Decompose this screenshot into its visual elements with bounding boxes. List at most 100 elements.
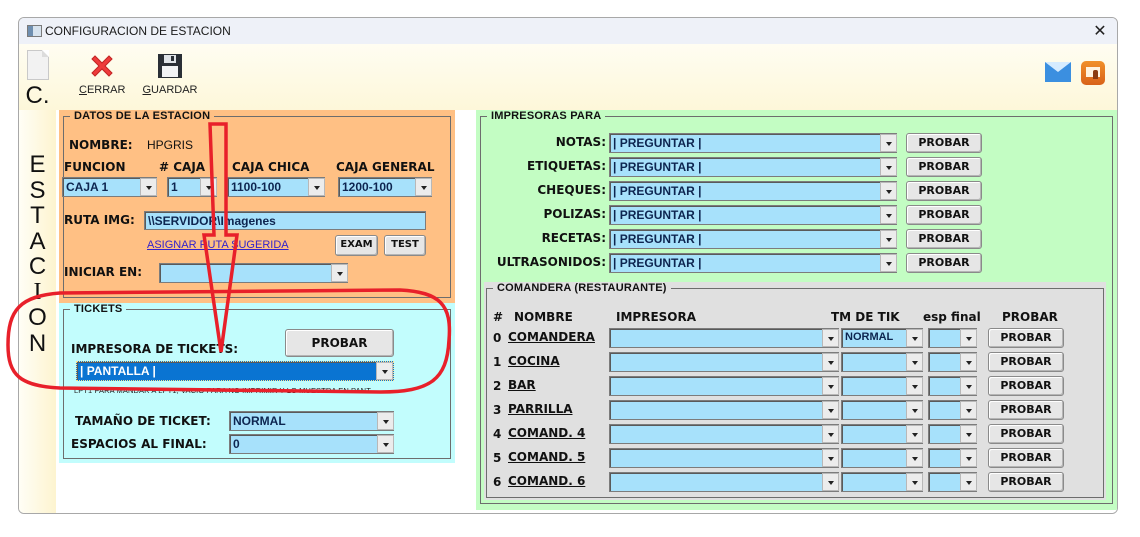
- comandera-tm-select[interactable]: NORMAL: [841, 328, 923, 348]
- comandera-row-nombre[interactable]: COMAND. 4: [508, 426, 586, 440]
- impresora-select[interactable]: | PREGUNTAR |: [609, 157, 897, 177]
- chevron-down-icon[interactable]: [880, 254, 897, 272]
- exam-button[interactable]: EXAM: [335, 235, 378, 256]
- chevron-down-icon[interactable]: [960, 353, 977, 371]
- chevron-down-icon[interactable]: [880, 134, 897, 152]
- comandera-impresora-select[interactable]: [609, 376, 839, 396]
- comandera-esp-select[interactable]: [928, 400, 977, 420]
- chevron-down-icon[interactable]: [822, 353, 839, 371]
- comandera-impresora-select[interactable]: [609, 328, 839, 348]
- chevron-down-icon[interactable]: [880, 182, 897, 200]
- chevron-down-icon[interactable]: [377, 435, 394, 453]
- chevron-down-icon[interactable]: [906, 353, 923, 371]
- impresora-select[interactable]: | PREGUNTAR |: [609, 133, 897, 153]
- close-window-button[interactable]: ✕: [1093, 23, 1107, 40]
- presentation-icon[interactable]: [1081, 61, 1105, 85]
- espacios-select[interactable]: 0: [229, 434, 394, 454]
- comandera-row-nombre[interactable]: PARRILLA: [508, 402, 573, 416]
- chevron-down-icon[interactable]: [906, 473, 923, 491]
- impresora-tickets-select[interactable]: | PANTALLA |: [76, 361, 394, 381]
- chevron-down-icon[interactable]: [906, 401, 923, 419]
- chevron-down-icon[interactable]: [960, 377, 977, 395]
- comandera-tm-select[interactable]: [841, 424, 923, 444]
- chevron-down-icon[interactable]: [960, 449, 977, 467]
- chevron-down-icon[interactable]: [331, 264, 348, 282]
- comandera-tm-select[interactable]: [841, 472, 923, 492]
- comandera-tm-select[interactable]: [841, 376, 923, 396]
- probar-impresora-button[interactable]: PROBAR: [906, 133, 982, 153]
- impresora-select[interactable]: | PREGUNTAR |: [609, 181, 897, 201]
- comandera-tm-select[interactable]: [841, 448, 923, 468]
- ruta-input[interactable]: \\SERVIDOR\Imagenes: [144, 211, 426, 230]
- comandera-impresora-select[interactable]: [609, 472, 839, 492]
- comandera-impresora-select[interactable]: [609, 424, 839, 444]
- chevron-down-icon[interactable]: [960, 473, 977, 491]
- comandera-impresora-select[interactable]: [609, 448, 839, 468]
- chevron-down-icon[interactable]: [822, 449, 839, 467]
- comandera-tm-select[interactable]: [841, 400, 923, 420]
- mail-icon[interactable]: [1045, 62, 1071, 82]
- comandera-probar-button[interactable]: PROBAR: [988, 376, 1064, 396]
- probar-impresora-button[interactable]: PROBAR: [906, 181, 982, 201]
- probar-impresora-button[interactable]: PROBAR: [906, 205, 982, 225]
- comandera-row-nombre[interactable]: COMANDERA: [508, 330, 595, 344]
- chevron-down-icon[interactable]: [140, 178, 157, 196]
- caja-general-select[interactable]: 1200-100: [338, 177, 432, 197]
- chevron-down-icon[interactable]: [376, 362, 393, 380]
- test-button[interactable]: TEST: [384, 235, 426, 256]
- chevron-down-icon[interactable]: [822, 425, 839, 443]
- chevron-down-icon[interactable]: [822, 329, 839, 347]
- comandera-row-nombre[interactable]: COMAND. 5: [508, 450, 586, 464]
- probar-tickets-button[interactable]: PROBAR: [285, 329, 394, 357]
- comandera-probar-button[interactable]: PROBAR: [988, 352, 1064, 372]
- impresora-select[interactable]: | PREGUNTAR |: [609, 229, 897, 249]
- chevron-down-icon[interactable]: [880, 158, 897, 176]
- probar-impresora-button[interactable]: PROBAR: [906, 253, 982, 273]
- comandera-probar-button[interactable]: PROBAR: [988, 424, 1064, 444]
- chevron-down-icon[interactable]: [308, 178, 325, 196]
- chevron-down-icon[interactable]: [906, 425, 923, 443]
- comandera-probar-button[interactable]: PROBAR: [988, 472, 1064, 492]
- probar-impresora-button[interactable]: PROBAR: [906, 157, 982, 177]
- comandera-probar-button[interactable]: PROBAR: [988, 400, 1064, 420]
- chevron-down-icon[interactable]: [906, 377, 923, 395]
- comandera-probar-button[interactable]: PROBAR: [988, 448, 1064, 468]
- caja-select[interactable]: 1: [167, 177, 217, 197]
- funcion-select[interactable]: CAJA 1: [62, 177, 157, 197]
- impresora-select[interactable]: | PREGUNTAR |: [609, 253, 897, 273]
- chevron-down-icon[interactable]: [880, 206, 897, 224]
- chevron-down-icon[interactable]: [822, 473, 839, 491]
- comandera-esp-select[interactable]: [928, 352, 977, 372]
- comandera-esp-select[interactable]: [928, 328, 977, 348]
- comandera-esp-select[interactable]: [928, 424, 977, 444]
- chevron-down-icon[interactable]: [906, 449, 923, 467]
- chevron-down-icon[interactable]: [200, 178, 217, 196]
- tamano-select[interactable]: NORMAL: [229, 411, 394, 431]
- comandera-impresora-select[interactable]: [609, 400, 839, 420]
- comandera-row-nombre[interactable]: COMAND. 6: [508, 474, 586, 488]
- comandera-esp-select[interactable]: [928, 448, 977, 468]
- chevron-down-icon[interactable]: [960, 329, 977, 347]
- comandera-row-nombre[interactable]: BAR: [508, 378, 536, 392]
- chevron-down-icon[interactable]: [415, 178, 432, 196]
- comandera-probar-button[interactable]: PROBAR: [988, 328, 1064, 348]
- comandera-esp-select[interactable]: [928, 472, 977, 492]
- chevron-down-icon[interactable]: [960, 425, 977, 443]
- guardar-button[interactable]: GUARDAR: [139, 52, 201, 96]
- comandera-row-nombre[interactable]: COCINA: [508, 354, 560, 368]
- comandera-tm-select[interactable]: [841, 352, 923, 372]
- impresora-select[interactable]: | PREGUNTAR |: [609, 205, 897, 225]
- chevron-down-icon[interactable]: [822, 377, 839, 395]
- iniciar-select[interactable]: [159, 263, 348, 283]
- caja-chica-select[interactable]: 1100-100: [227, 177, 325, 197]
- probar-impresora-button[interactable]: PROBAR: [906, 229, 982, 249]
- chevron-down-icon[interactable]: [906, 329, 923, 347]
- asignar-ruta-link[interactable]: ASIGNAR RUTA SUGERIDA: [147, 239, 289, 251]
- chevron-down-icon[interactable]: [822, 401, 839, 419]
- comandera-esp-select[interactable]: [928, 376, 977, 396]
- cerrar-button[interactable]: CERRAR: [79, 52, 125, 96]
- comandera-impresora-select[interactable]: [609, 352, 839, 372]
- chevron-down-icon[interactable]: [960, 401, 977, 419]
- chevron-down-icon[interactable]: [880, 230, 897, 248]
- chevron-down-icon[interactable]: [377, 412, 394, 430]
